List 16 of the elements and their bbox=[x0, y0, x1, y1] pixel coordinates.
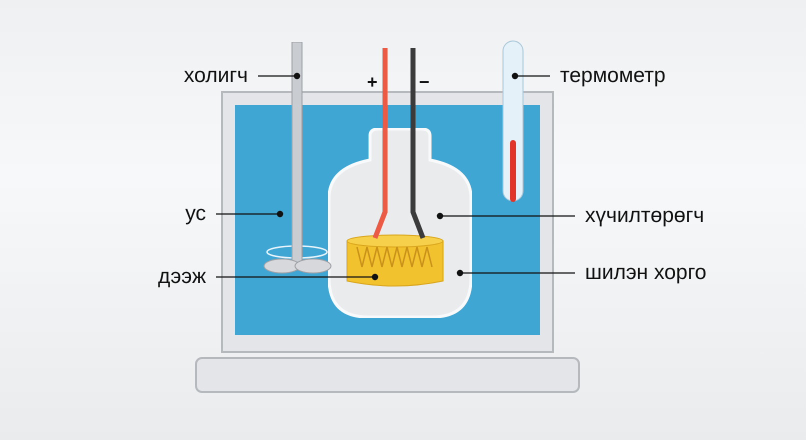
part-label: холигч bbox=[140, 64, 248, 88]
part-label: шилэн хорго bbox=[585, 261, 765, 285]
part-label: дээж bbox=[130, 265, 206, 289]
leader-line bbox=[436, 212, 575, 220]
glass-vessel-drawing bbox=[328, 128, 472, 318]
leader-line bbox=[216, 210, 284, 218]
leader-line bbox=[512, 72, 550, 80]
part-label: ус bbox=[160, 202, 206, 226]
leader-line bbox=[258, 72, 300, 80]
leader-line bbox=[456, 270, 575, 276]
part-label: термометр bbox=[560, 64, 730, 88]
polarity-sign: − bbox=[419, 71, 430, 94]
water-fill bbox=[235, 105, 540, 335]
polarity-sign: + bbox=[367, 71, 378, 94]
leader-line bbox=[216, 274, 378, 280]
part-label: хүчилтөрөгч bbox=[585, 204, 765, 228]
